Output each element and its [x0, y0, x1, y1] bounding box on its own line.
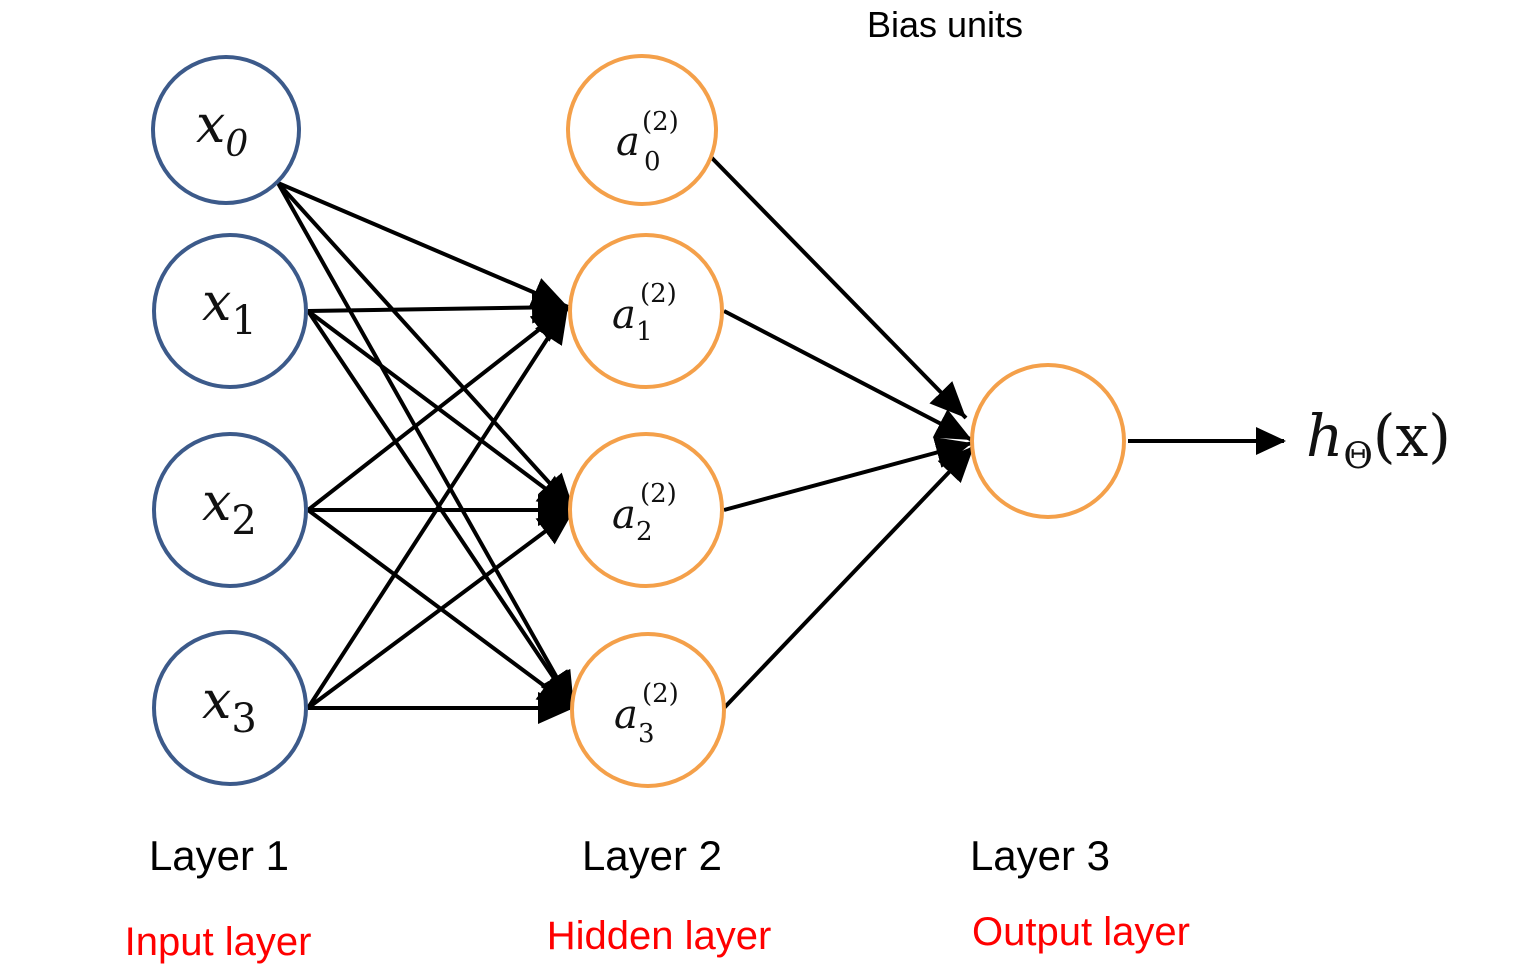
layer-2-role: Hidden layer: [547, 914, 772, 958]
input-node-x2-base: x: [202, 473, 231, 533]
layer-3-name: Layer 3: [970, 832, 1110, 879]
hypothesis-label: hΘ(x): [1306, 402, 1451, 477]
svg-text:a: a: [616, 119, 640, 165]
input-node-x1-sub: 1: [231, 298, 256, 344]
input-node-x1: x1: [152, 233, 308, 389]
hidden-node-a0-sub: 0: [644, 147, 661, 177]
input-node-x3-sub: 3: [231, 696, 256, 742]
hidden-node-a1-sub: 1: [636, 317, 653, 347]
svg-text:a: a: [612, 292, 636, 338]
layer-2-name: Layer 2: [582, 832, 722, 879]
edge-a1-out: [723, 309, 973, 442]
input-node-x0-sub: 0: [225, 124, 248, 165]
edge-a0-out: [708, 154, 968, 420]
svg-text:a: a: [614, 692, 638, 738]
hidden-node-a3: a (2) 3: [570, 632, 726, 788]
input-node-x1-base: x: [202, 273, 231, 333]
input-node-x0: x0: [151, 55, 301, 205]
edge-x3-a1: [306, 305, 570, 710]
layer-3-role: Output layer: [972, 910, 1190, 954]
hidden-node-a2: a (2) 2: [568, 432, 724, 588]
edge-x1-a1: [307, 291, 569, 324]
edge-x2-a1: [306, 305, 570, 512]
hypothesis-h: h: [1306, 402, 1343, 470]
hypothesis-theta: Θ: [1343, 436, 1373, 477]
hidden-node-a0: a (2) 0: [566, 54, 718, 206]
svg-text:a: a: [612, 492, 636, 538]
output-node: [970, 363, 1126, 519]
input-node-x3: x3: [152, 630, 308, 786]
hidden-node-a0-base: a: [616, 119, 640, 165]
hidden-node-a3-sub: 3: [638, 719, 655, 749]
hypothesis-arg: (x): [1373, 402, 1451, 470]
hidden-node-a1: a (2) 1: [568, 233, 724, 389]
hidden-node-a1-base: a: [612, 292, 636, 338]
hidden-node-a2-sup: (2): [640, 479, 677, 509]
edge-x1-a2: [306, 309, 576, 512]
hidden-node-a1-sup: (2): [640, 279, 677, 309]
svg-text:x2: x2: [202, 473, 257, 544]
input-node-x2: x2: [152, 432, 308, 588]
input-node-x0-base: x: [196, 95, 225, 155]
edge-a2-out: [723, 436, 973, 512]
edge-a3-out: [722, 444, 976, 710]
input-node-x3-base: x: [202, 671, 231, 731]
edge-x0-a2: [276, 181, 576, 512]
input-node-x2-sub: 2: [231, 498, 256, 544]
svg-text:x3: x3: [202, 671, 257, 742]
edge-x3-a2: [306, 508, 576, 710]
hidden-node-a2-sub: 2: [636, 517, 653, 547]
bias-units-label: Bias units: [867, 4, 1023, 45]
hidden-node-a2-base: a: [612, 492, 636, 538]
layer-1-role: Input layer: [125, 920, 312, 964]
layer-1-name: Layer 1: [149, 832, 289, 879]
hidden-node-a0-sup: (2): [642, 107, 679, 137]
input-layer-nodes: x0 x1 x2 x3: [151, 55, 308, 786]
hidden-node-a3-sup: (2): [642, 679, 679, 709]
connection-edges: [276, 154, 976, 724]
svg-text:x1: x1: [202, 273, 257, 344]
hidden-node-a3-base: a: [614, 692, 638, 738]
svg-text:x0: x0: [196, 95, 248, 165]
hidden-layer-nodes: a (2) 0 a (2) 1 a (2) 2 a (2) 3: [566, 54, 726, 788]
edge-x0-a3: [276, 182, 576, 709]
edge-x0-a1: [277, 181, 569, 309]
